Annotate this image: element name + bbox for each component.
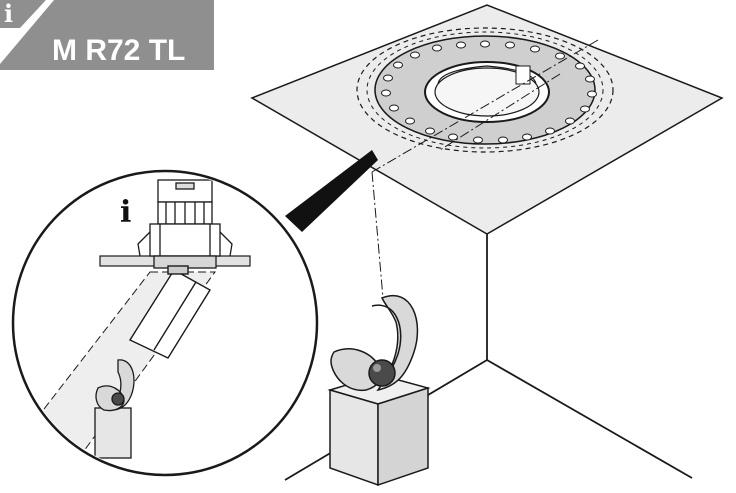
detail-tilted-spot <box>128 265 211 359</box>
room-sculpture <box>327 295 431 487</box>
detail-sculpture-shell <box>110 359 135 411</box>
detail-sculpture <box>94 359 135 459</box>
ring-screw-holes <box>381 40 597 144</box>
fixture-housing-wall <box>437 65 537 85</box>
detail-plinth <box>94 407 132 459</box>
sculpture-sphere-highlight <box>373 364 381 372</box>
sculpture-shell <box>376 295 419 392</box>
cutout-outline-inner <box>366 31 604 149</box>
floor-edge-right <box>486 359 693 479</box>
detail-leader <box>285 150 378 232</box>
aiming-axis <box>371 39 599 299</box>
badge-model-code: M R72 TL <box>52 34 185 67</box>
detail-view: i <box>11 169 319 477</box>
detail-fixture-housing <box>137 179 233 269</box>
sculpture-base-curl <box>330 348 383 392</box>
plinth-left-face <box>329 389 379 487</box>
badge-info-tab <box>0 0 46 28</box>
badge-model-plate <box>0 0 214 70</box>
detail-sculpture-sphere <box>111 392 125 406</box>
detail-info-symbol: i <box>120 195 131 230</box>
product-badge: i M R72 TL <box>0 0 214 70</box>
badge-info-symbol: i <box>4 0 13 28</box>
badge-divider <box>0 0 53 58</box>
plinth-right-face <box>377 386 429 487</box>
sculpture-sphere <box>368 359 396 387</box>
cutout-outline-outer <box>356 27 614 153</box>
